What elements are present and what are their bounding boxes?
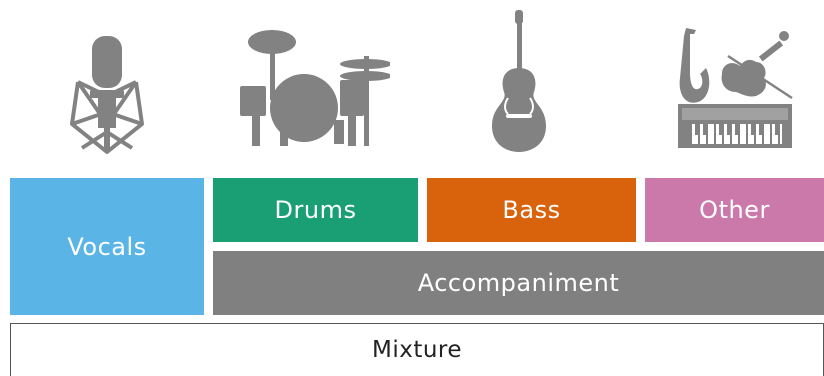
bass-label: Bass — [502, 196, 561, 224]
other-label: Other — [699, 196, 770, 224]
mixture-label: Mixture — [371, 337, 463, 363]
drums-box: Drums — [213, 178, 418, 242]
accompaniment-label: Accompaniment — [417, 269, 620, 297]
other-box: Other — [645, 178, 824, 242]
vocals-box: Vocals — [10, 178, 204, 315]
synthesizer-icon — [678, 104, 792, 148]
bass-box: Bass — [427, 178, 636, 242]
drums-label: Drums — [274, 196, 357, 224]
accompaniment-box: Accompaniment — [213, 251, 824, 315]
violin-icon — [721, 31, 793, 100]
drum-kit-icon — [240, 30, 390, 146]
microphone-icon — [70, 36, 144, 154]
saxophone-icon — [679, 28, 710, 103]
vocals-label: Vocals — [67, 232, 147, 261]
double-bass-icon — [492, 10, 546, 152]
mixture-box: Mixture — [10, 323, 824, 376]
